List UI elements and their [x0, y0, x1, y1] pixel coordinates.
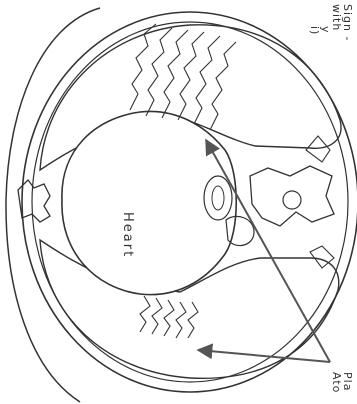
heart-shape — [62, 111, 236, 294]
arrow-to-lower-lung — [198, 350, 330, 362]
lower-lung-wavy-lines — [140, 296, 198, 338]
caption-bottom: Pla Ato — [330, 372, 354, 393]
caption-bottom-line-2: Ato — [330, 372, 343, 393]
caption-top-line-4: i) — [308, 26, 321, 35]
heart-label: Heart — [120, 212, 135, 258]
caption-top: Sign - with y i) — [308, 4, 354, 41]
